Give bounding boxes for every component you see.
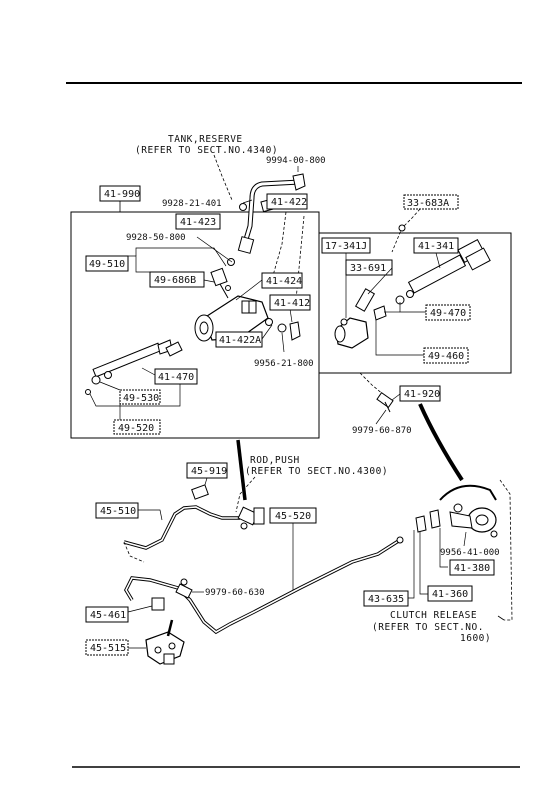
label-41-422a: 41-422A (219, 335, 261, 346)
part-number-9956-41-000: 9956-41-000 (440, 548, 500, 558)
hose-fitting (415, 515, 427, 533)
label-41-341: 41-341 (418, 241, 454, 252)
label-41-920: 41-920 (404, 389, 440, 400)
part-number-9979-60-630: 9979-60-630 (205, 588, 265, 598)
part-number-9994-00-800: 9994-00-800 (266, 156, 326, 166)
label-45-510: 45-510 (100, 506, 136, 517)
clip-bolt (175, 583, 193, 599)
release-cylinder-group: 33-683A 17-341J 41-341 33-691 49-470 49-… (318, 194, 512, 436)
grommet-919 (191, 484, 209, 500)
mount-bolt (376, 392, 394, 408)
connector-arrow-right (418, 403, 464, 482)
label-41-412: 41-412 (274, 298, 310, 309)
label-41-424: 41-424 (266, 276, 302, 287)
release-hose-group: 9956-41-000 41-380 41-360 43-635 CLUTCH … (363, 479, 513, 644)
pipe-45-510 (123, 505, 240, 550)
clutch-note-line2: (REFER TO SECT.NO. (372, 622, 484, 633)
reservoir-fitting (289, 321, 301, 341)
label-45-515: 45-515 (90, 643, 126, 654)
master-cylinder-body (194, 267, 269, 342)
label-17-341j: 17-341J (325, 241, 367, 252)
washer-412 (277, 323, 287, 333)
label-41-422: 41-422 (271, 197, 307, 208)
pipe-bracket-joint (145, 631, 185, 665)
master-cylinder-group: TANK,RESERVE (REFER TO SECT.NO.4340) (70, 134, 326, 439)
label-49-470: 49-470 (430, 308, 466, 319)
label-49-460: 49-460 (428, 351, 464, 362)
hose-cap (292, 173, 306, 191)
label-49-520: 49-520 (118, 423, 154, 434)
pipe-45-520 (124, 538, 401, 635)
label-45-919: 45-919 (191, 466, 227, 477)
operating-cylinder (334, 238, 491, 349)
bracket-clip (429, 509, 441, 529)
label-41-423: 41-423 (180, 217, 216, 228)
label-49-510: 49-510 (89, 259, 125, 270)
label-43-635: 43-635 (368, 594, 404, 605)
label-33-683a: 33-683A (407, 198, 449, 209)
clip-401 (239, 203, 247, 211)
release-cylinder (449, 503, 498, 538)
rod-note-line2: (REFER TO SECT.NO.4300) (245, 466, 388, 477)
label-41-990: 41-990 (104, 189, 140, 200)
connector-arrow-left (236, 439, 247, 501)
release-cylinder-frame (318, 232, 512, 374)
hose-clamp-lower (237, 236, 255, 254)
label-41-380: 41-380 (454, 563, 490, 574)
part-number-9956-21-800: 9956-21-800 (254, 359, 314, 369)
label-41-470: 41-470 (158, 372, 194, 383)
label-33-691: 33-691 (350, 263, 386, 274)
rod-note-line1: ROD,PUSH (250, 455, 300, 466)
spring-pin (225, 285, 231, 291)
tank-note-line1: TANK,RESERVE (168, 134, 243, 145)
clutch-note-line3: 1600) (460, 633, 491, 644)
clutch-pipe-group: ROD,PUSH (REFER TO SECT.NO.4300) 45-919 … (85, 455, 404, 665)
label-45-520: 45-520 (275, 511, 311, 522)
union-fitting (237, 506, 265, 530)
part-number-9979-60-870: 9979-60-870 (352, 426, 412, 436)
part-number-9928-50-800: 9928-50-800 (126, 233, 186, 243)
label-45-461: 45-461 (90, 610, 126, 621)
label-49-686b: 49-686B (154, 275, 196, 286)
part-number-9928-21-401: 9928-21-401 (162, 199, 222, 209)
bleeder-screw (265, 318, 273, 326)
label-49-530: 49-530 (123, 393, 159, 404)
piston-kit (85, 339, 183, 395)
label-41-360: 41-360 (432, 589, 468, 600)
pipe-clip (151, 597, 165, 611)
tank-note-line2: (REFER TO SECT.NO.4340) (135, 145, 278, 156)
clutch-note-line1: CLUTCH RELEASE (390, 610, 477, 621)
